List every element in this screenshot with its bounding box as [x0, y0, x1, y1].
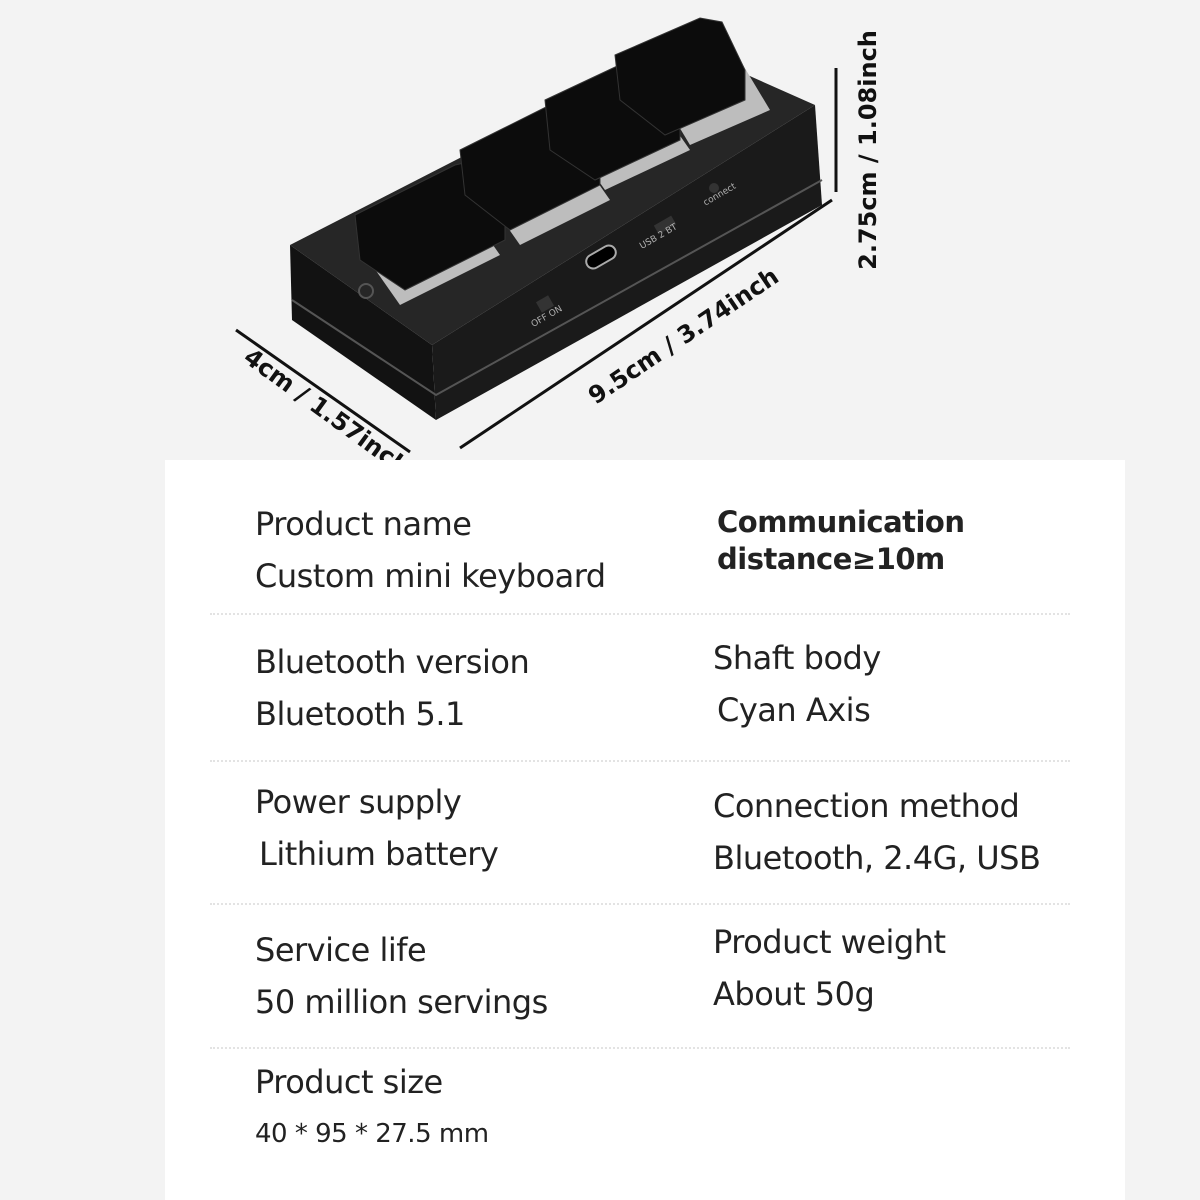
- divider: [210, 903, 1070, 905]
- keycap-4: [614, 17, 746, 136]
- height-dimension-label: 2.75cm / 1.08inch: [853, 30, 882, 270]
- spec-value: Bluetooth, 2.4G, USB: [713, 839, 1041, 877]
- spec-product-size: Product size 40 * 95 * 27.5 mm: [255, 1056, 489, 1160]
- spec-value: 50 million servings: [255, 983, 548, 1021]
- connect-button: [709, 183, 719, 193]
- spec-value: Custom mini keyboard: [255, 557, 606, 595]
- spec-label: Bluetooth version: [255, 643, 530, 681]
- length-dimension-line: [459, 198, 833, 450]
- keyboard-illustration: [235, 17, 838, 454]
- spec-bluetooth-version: Bluetooth version Bluetooth 5.1: [255, 636, 530, 740]
- spec-service-life: Service life 50 million servings: [255, 924, 548, 1028]
- spec-shaft-body: Shaft body Cyan Axis: [713, 632, 881, 736]
- spec-connection-method: Connection method Bluetooth, 2.4G, USB: [713, 780, 1041, 884]
- keyboard-left-face: [290, 245, 436, 420]
- spec-communication: Communication distance≥10m: [717, 504, 965, 578]
- spec-product-weight: Product weight About 50g: [713, 916, 946, 1020]
- spec-product-name: Product name Custom mini keyboard: [255, 498, 606, 602]
- spec-label: Product weight: [713, 923, 946, 961]
- spec-label: Shaft body: [713, 639, 881, 677]
- keyboard-front-face: [432, 105, 822, 420]
- spec-panel: Product name Custom mini keyboard Commun…: [165, 460, 1125, 1200]
- spec-label: Service life: [255, 931, 427, 969]
- mode-switch: [653, 215, 677, 235]
- spec-label: Communication: [717, 505, 965, 539]
- keycaps: [354, 17, 746, 291]
- spec-label: Connection method: [713, 787, 1020, 825]
- spec-value: About 50g: [713, 975, 875, 1013]
- spec-value: Bluetooth 5.1: [255, 695, 465, 733]
- spec-power-supply: Power supply Lithium battery: [255, 776, 499, 880]
- spec-value: Cyan Axis: [717, 691, 871, 729]
- product-figure: OFF ON USB 2 BT connect 2.75cm / 1.08inc…: [0, 0, 1200, 481]
- power-switch: [535, 295, 555, 313]
- divider: [210, 613, 1070, 615]
- spec-label: Product size: [255, 1063, 443, 1101]
- power-indicator-icon: [358, 283, 374, 299]
- width-dimension-line: [235, 328, 411, 454]
- spec-value: distance≥10m: [717, 542, 945, 576]
- spec-value: Lithium battery: [259, 835, 499, 873]
- usb-c-port: [585, 244, 617, 270]
- spec-label: Product name: [255, 505, 472, 543]
- spec-label: Power supply: [255, 783, 462, 821]
- spec-value: 40 * 95 * 27.5 mm: [255, 1119, 489, 1149]
- divider: [210, 760, 1070, 762]
- divider: [210, 1047, 1070, 1049]
